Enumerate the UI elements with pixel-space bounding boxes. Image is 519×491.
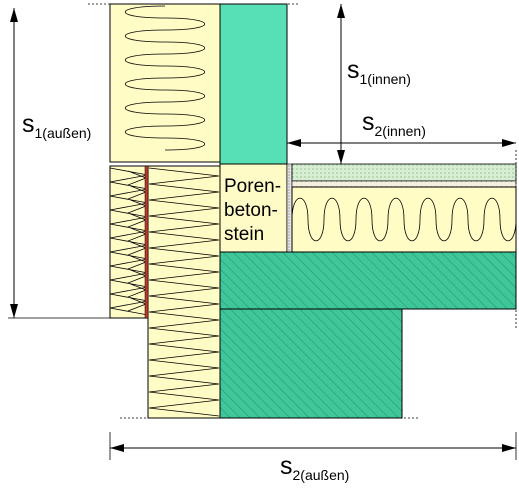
dim-s1-inner-label: s1(innen) — [347, 56, 411, 87]
dim-s1-outer: s1(außen) — [8, 8, 110, 319]
ceiling-slab — [219, 251, 517, 310]
inner-wall-concrete — [219, 3, 288, 165]
stone-label: Poren- beton- stein — [224, 176, 281, 245]
floor-screed — [291, 163, 517, 182]
dim-s1-outer-label: s1(außen) — [22, 110, 91, 141]
floor-insulation — [291, 186, 517, 253]
upper-wall-insulation — [109, 3, 221, 163]
dim-s2-inner-label: s2(innen) — [362, 108, 426, 139]
perimeter-insulation — [147, 165, 221, 419]
aerated-concrete-block — [219, 163, 288, 253]
waterproof-membrane — [144, 165, 149, 319]
dim-s1-inner: s1(innen) — [337, 4, 411, 164]
stone-label-line2: beton- — [224, 200, 278, 221]
dim-s2-inner: s2(innen) — [286, 108, 516, 164]
dim-s2-outer-label: s2(außen) — [280, 452, 349, 483]
edge-strip — [286, 163, 293, 253]
stone-label-line1: Poren- — [224, 176, 281, 197]
lower-left-insulation — [109, 165, 149, 319]
stone-label-line3: stein — [224, 224, 264, 245]
dim-s2-outer: s2(außen) — [109, 432, 517, 483]
basement-wall — [219, 308, 403, 419]
separation-layer — [291, 180, 517, 188]
